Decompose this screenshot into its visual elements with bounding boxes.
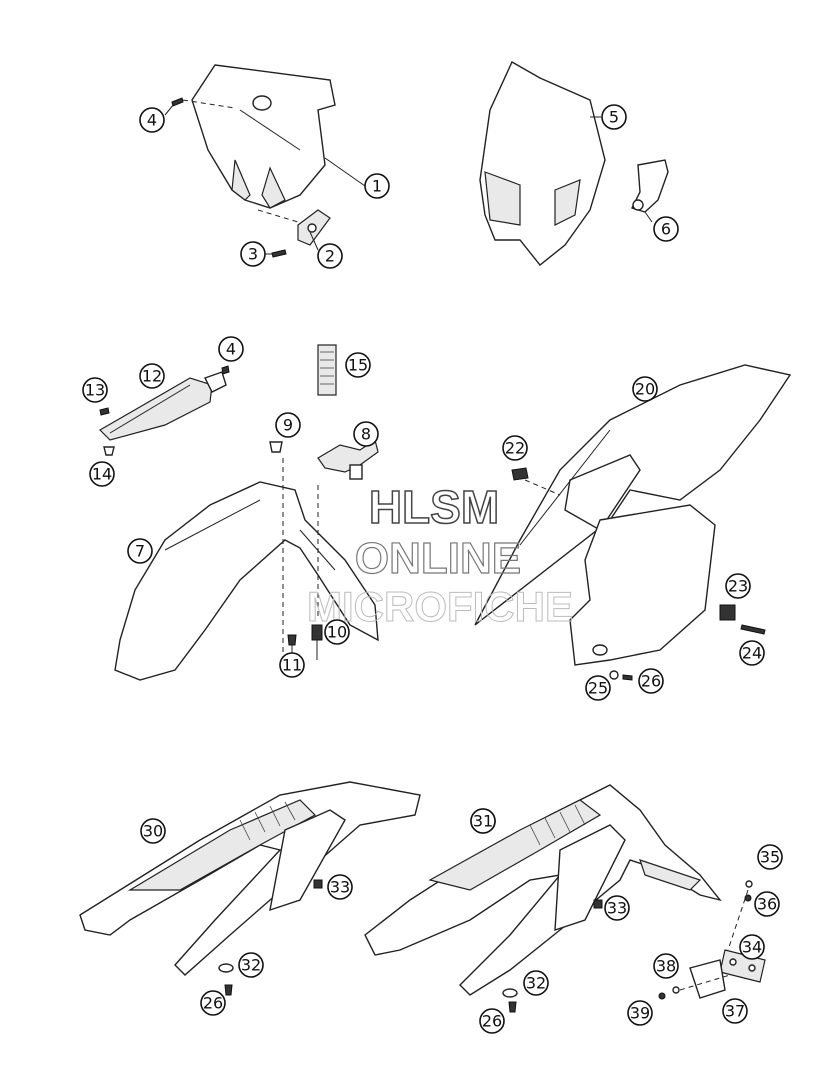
- callout-number: 4: [147, 111, 157, 130]
- callout-20: 20: [632, 376, 658, 402]
- callout-number: 35: [760, 848, 780, 867]
- callout-7: 7: [127, 538, 153, 564]
- callout-number: 38: [656, 957, 676, 976]
- mount-bracket: [317, 439, 379, 473]
- callout-number: 37: [725, 1002, 745, 1021]
- callout-23: 23: [725, 573, 751, 599]
- callout-number: 31: [473, 812, 493, 831]
- callout-35: 35: [757, 844, 783, 870]
- callout-number: 6: [661, 220, 671, 239]
- callout-10: 10: [324, 619, 350, 645]
- callout-number: 9: [283, 416, 293, 435]
- callout-number: 39: [630, 1004, 650, 1023]
- callout-number: 34: [742, 938, 762, 957]
- callout-number: 2: [325, 247, 335, 266]
- rear-fender-assembly-right: [364, 784, 722, 996]
- callout-39: 39: [627, 1000, 653, 1026]
- callout-number: 30: [143, 822, 163, 841]
- callout-number: 10: [327, 623, 347, 642]
- callout-number: 7: [135, 542, 145, 561]
- callout-number: 26: [641, 672, 661, 691]
- callout-4: 4: [218, 336, 244, 362]
- callout-2: 2: [317, 243, 343, 269]
- callout-1: 1: [364, 173, 390, 199]
- callout-9: 9: [275, 412, 301, 438]
- callout-number: 3: [248, 245, 258, 264]
- reflector-part: [317, 344, 337, 396]
- callout-number: 15: [348, 356, 368, 375]
- callout-33: 33: [604, 895, 630, 921]
- watermark-line3: MICROFICHE: [307, 583, 573, 630]
- callout-12: 12: [139, 363, 165, 389]
- callout-26: 26: [200, 990, 226, 1016]
- headlight-mask: [479, 61, 606, 266]
- callout-25: 25: [585, 675, 611, 701]
- callout-11: 11: [279, 652, 305, 678]
- callout-38: 38: [653, 953, 679, 979]
- number-plate: [191, 64, 336, 209]
- callout-34: 34: [739, 934, 765, 960]
- callout-37: 37: [722, 998, 748, 1024]
- callout-31: 31: [470, 808, 496, 834]
- callout-number: 20: [635, 380, 655, 399]
- callout-4: 4: [139, 107, 165, 133]
- callout-22: 22: [502, 435, 528, 461]
- callout-number: 23: [728, 577, 748, 596]
- watermark-line1: HLSM: [369, 481, 499, 533]
- fender-brace: [99, 371, 227, 441]
- callout-number: 1: [372, 177, 382, 196]
- callout-30: 30: [140, 818, 166, 844]
- callout-26: 26: [479, 1008, 505, 1034]
- callout-5: 5: [601, 104, 627, 130]
- callout-number: 13: [85, 381, 105, 400]
- callout-8: 8: [353, 421, 379, 447]
- callout-number: 32: [526, 974, 546, 993]
- callout-number: 14: [92, 465, 112, 484]
- clamp-part: [631, 159, 669, 213]
- callout-number: 24: [742, 644, 762, 663]
- rear-fender-assembly-left: [79, 781, 421, 976]
- callout-number: 11: [282, 656, 302, 675]
- callout-33: 33: [327, 874, 353, 900]
- callout-13: 13: [82, 377, 108, 403]
- callout-32: 32: [238, 952, 264, 978]
- callout-14: 14: [89, 461, 115, 487]
- callout-26: 26: [638, 668, 664, 694]
- callout-number: 36: [757, 895, 777, 914]
- callout-number: 5: [609, 108, 619, 127]
- callout-number: 26: [482, 1012, 502, 1031]
- callout-number: 22: [505, 439, 525, 458]
- callout-number: 26: [203, 994, 223, 1013]
- front-fender: [114, 481, 379, 681]
- callout-labels: 1234564897101112131415202223242526303132…: [82, 104, 783, 1034]
- callout-3: 3: [240, 241, 266, 267]
- callout-number: 12: [142, 367, 162, 386]
- callout-6: 6: [653, 216, 679, 242]
- callout-leaders: [164, 103, 653, 255]
- callout-36: 36: [754, 891, 780, 917]
- callout-number: 25: [588, 679, 608, 698]
- callout-24: 24: [739, 640, 765, 666]
- callout-number: 8: [361, 425, 371, 444]
- callout-15: 15: [345, 352, 371, 378]
- callout-number: 33: [607, 899, 627, 918]
- callout-number: 32: [241, 956, 261, 975]
- screw-part: [271, 249, 287, 258]
- watermark: HLSM ONLINE MICROFICHE: [307, 480, 574, 630]
- rear-fender: [474, 364, 792, 666]
- watermark-line2: ONLINE: [355, 534, 521, 583]
- callout-number: 33: [330, 878, 350, 897]
- callout-32: 32: [523, 970, 549, 996]
- callout-number: 4: [226, 340, 236, 359]
